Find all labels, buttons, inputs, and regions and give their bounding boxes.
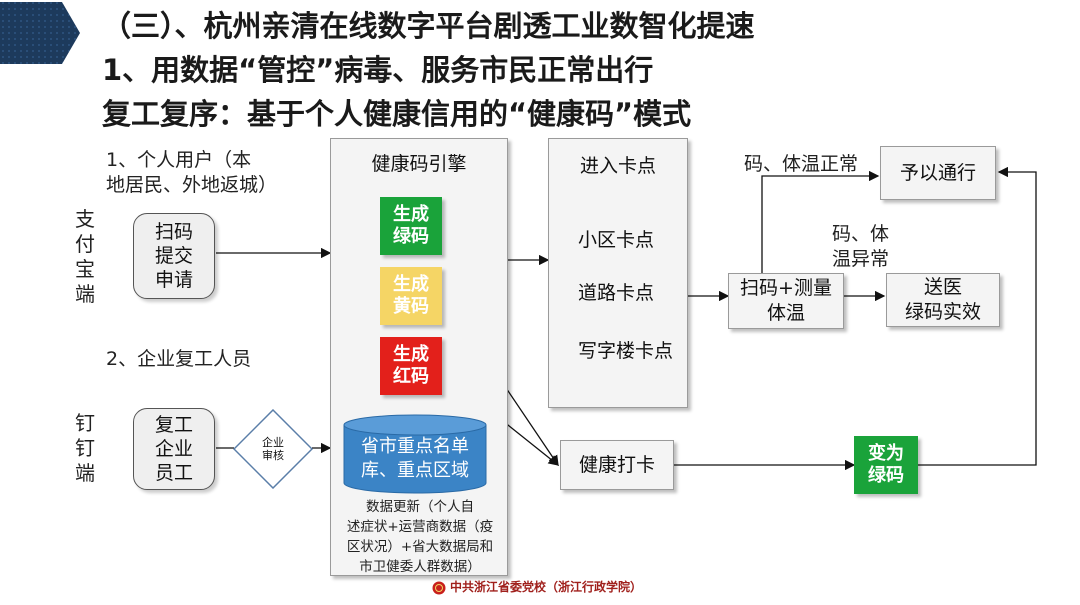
pass-box: 予以通行 (880, 146, 996, 200)
party-school-logo-icon (432, 580, 446, 595)
page-subtitle: 1、用数据“管控”病毒、服务市民正常出行 (102, 53, 654, 87)
checkpoint-title: 进入卡点 (579, 154, 656, 177)
scan-submit-box: 扫码 提交 申请 (133, 213, 215, 299)
diamond-label: 企业 审核 (262, 436, 284, 462)
section-enterprise-workers: 2、企业复工人员 (106, 348, 252, 370)
checkpoint-panel (548, 138, 688, 408)
scan-measure-box: 扫码+测量 体温 (728, 273, 844, 329)
health-clock-in-box: 健康打卡 (560, 440, 674, 490)
green-code-box: 生成 绿码 (380, 197, 442, 255)
engine-title: 健康码引擎 (371, 152, 467, 175)
worker-box: 复工 企业 员工 (133, 408, 215, 490)
database-cylinder: 省市重点名单 库、重点区域 (340, 413, 490, 495)
alipay-label: 支 付 宝 端 (75, 207, 95, 306)
footer-school-name: 中共浙江省委党校（浙江行政学院） (450, 580, 643, 594)
abnormal-label: 码、体 温异常 (832, 223, 890, 270)
data-update-note: 数据更新（个人自 述症状+运营商数据（疫 区状况）+省大数据局和 市卫健委人群数… (346, 499, 494, 575)
section-personal-users: 1、个人用户（本 地居民、外地返城） (106, 149, 278, 196)
dingding-label: 钉 钉 端 (75, 411, 95, 485)
become-green-box: 变为 绿码 (854, 436, 918, 494)
enterprise-review-diamond: 企业 审核 (232, 408, 314, 490)
hospital-box: 送医 绿码实效 (886, 273, 1000, 327)
header-arrow-decoration (0, 0, 82, 66)
page-subtitle-2: 复工复序：基于个人健康信用的“健康码”模式 (102, 97, 692, 131)
red-code-box: 生成 红码 (380, 337, 442, 395)
database-label: 省市重点名单 库、重点区域 (361, 436, 469, 481)
yellow-code-box: 生成 黄码 (380, 267, 442, 325)
checkpoint-community: 小区卡点 (578, 228, 655, 251)
checkpoint-road: 道路卡点 (578, 281, 655, 304)
page-title: （三）、杭州亲清在线数字平台剧透工业数智化提速 (102, 9, 755, 43)
checkpoint-office: 写字楼卡点 (578, 339, 674, 362)
normal-label: 码、体温正常 (744, 153, 859, 175)
